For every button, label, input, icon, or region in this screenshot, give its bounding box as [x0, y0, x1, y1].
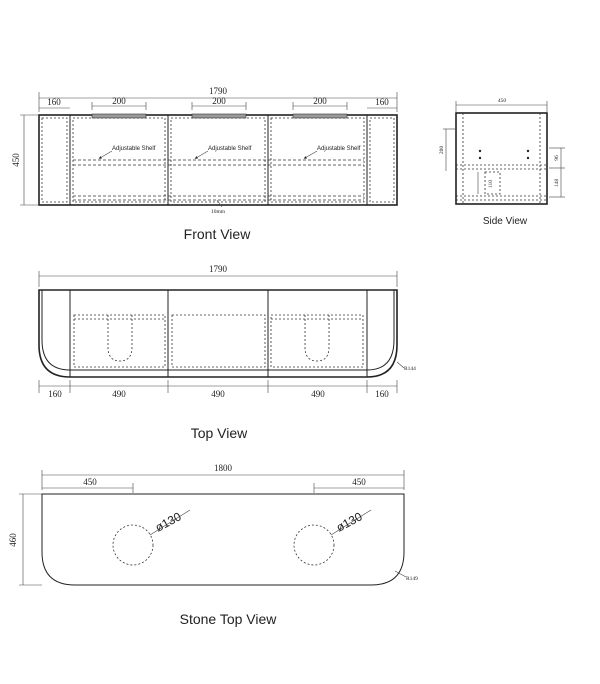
front-shelf-label-2: Adjustable Shelf [208, 146, 252, 152]
side-dim-200: 200 [439, 146, 445, 155]
stone-top-view: 1800 450 450 460 ø130 ø130 R149 Stone To… [8, 463, 418, 627]
front-end-right-label: 160 [375, 97, 389, 107]
front-shelf-label-1: Adjustable Shelf [112, 146, 156, 152]
front-handle-3-label: 200 [313, 96, 327, 106]
side-dim-96: 96 [554, 155, 560, 161]
front-shelf-label-3: Adjustable Shelf [317, 146, 361, 152]
top-width-label: 1790 [209, 264, 228, 274]
stone-depth-label: 460 [8, 533, 18, 547]
basin-right [293, 524, 335, 566]
basin-left [112, 524, 154, 566]
front-view-title: Front View [184, 226, 252, 242]
front-view: 1790 160 160 200 200 200 450 [11, 86, 398, 242]
front-gap-note: 10mm [211, 209, 226, 215]
top-radius-label: R144 [404, 366, 416, 372]
basin-left-diameter: ø130 [153, 509, 184, 534]
top-seg-1: 490 [112, 389, 126, 399]
top-cabinet-outline [38, 289, 398, 378]
front-height-label: 450 [11, 153, 21, 167]
stone-offset-right: 450 [352, 477, 366, 487]
stone-top-view-title: Stone Top View [180, 611, 278, 627]
side-depth-label: 450 [498, 98, 507, 104]
side-cabinet-outline [455, 112, 548, 205]
side-dim-148: 148 [554, 179, 560, 188]
top-seg-left: 160 [48, 389, 62, 399]
side-view-title: Side View [483, 216, 528, 227]
stone-offset-left: 450 [83, 477, 97, 487]
front-handle-1-label: 200 [112, 96, 126, 106]
basin-right-diameter: ø130 [334, 509, 365, 534]
front-end-left-label: 160 [47, 97, 61, 107]
side-view: 450 200 96 148 110 Side View [439, 98, 565, 227]
stone-radius-label: R149 [406, 576, 418, 582]
top-seg-3: 490 [311, 389, 325, 399]
stone-width-label: 1800 [214, 463, 233, 473]
top-view-title: Top View [191, 425, 248, 441]
side-dim-110: 110 [488, 180, 494, 188]
top-seg-2: 490 [211, 389, 225, 399]
front-width-label: 1790 [209, 86, 228, 96]
top-seg-right: 160 [375, 389, 389, 399]
stone-outline [41, 493, 405, 586]
front-handle-2-label: 200 [212, 96, 226, 106]
top-view: 1790 R144 160 490 490 490 160 [38, 264, 416, 441]
